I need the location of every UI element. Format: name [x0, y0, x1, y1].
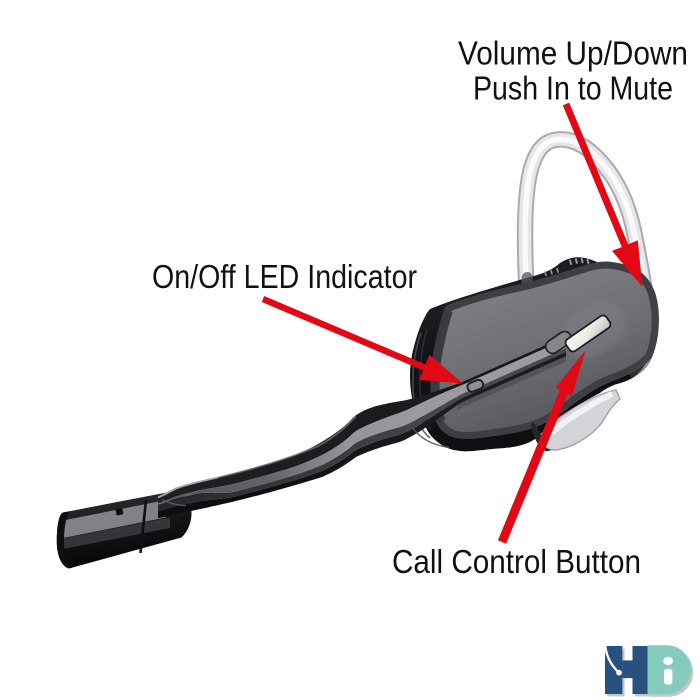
svg-text:Call Control Button: Call Control Button: [392, 543, 641, 580]
svg-text:On/Off LED Indicator: On/Off LED Indicator: [152, 258, 417, 295]
svg-text:Volume Up/Down: Volume Up/Down: [458, 35, 688, 72]
svg-text:Push In to Mute: Push In to Mute: [473, 70, 673, 107]
